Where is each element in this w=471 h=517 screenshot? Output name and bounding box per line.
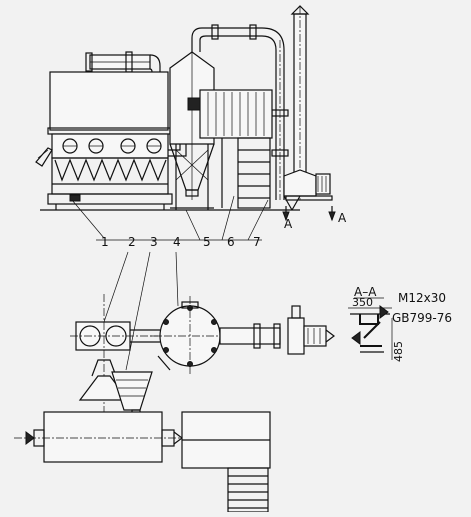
top-inlet-duct	[85, 51, 161, 73]
elevation-view: A A	[35, 5, 347, 241]
callout-4: 4	[173, 235, 181, 249]
callout-leaders	[71, 195, 269, 241]
bolt-spec: M12x30	[398, 291, 446, 305]
svg-text:A: A	[284, 217, 293, 231]
section-a-a-detail: A–A 350 M12x30 GB799-76 485	[348, 285, 452, 362]
svg-text:A: A	[338, 211, 347, 225]
plan-view	[14, 294, 335, 513]
section-dimension-width: 350	[352, 296, 373, 309]
callout-labels: 1 2 3 4 5 6 7	[101, 235, 261, 249]
bag-filter	[187, 89, 273, 209]
callout-6: 6	[227, 235, 235, 249]
section-marker-left: A	[282, 206, 293, 231]
standard-ref: GB799-76	[392, 311, 452, 325]
callout-5: 5	[203, 235, 211, 249]
callout-1: 1	[101, 235, 109, 249]
exhaust-fan	[283, 169, 333, 211]
ladder	[227, 467, 269, 513]
section-dimension-height: 485	[392, 341, 405, 362]
callout-3: 3	[150, 235, 158, 249]
section-marker-right: A	[328, 206, 347, 225]
callout-2: 2	[128, 235, 136, 249]
fluid-bed-dryer	[35, 71, 173, 210]
dryer-plan-view	[43, 411, 163, 463]
callout-7: 7	[253, 235, 261, 249]
section-title: A–A	[354, 285, 377, 299]
top-duct	[191, 24, 289, 200]
